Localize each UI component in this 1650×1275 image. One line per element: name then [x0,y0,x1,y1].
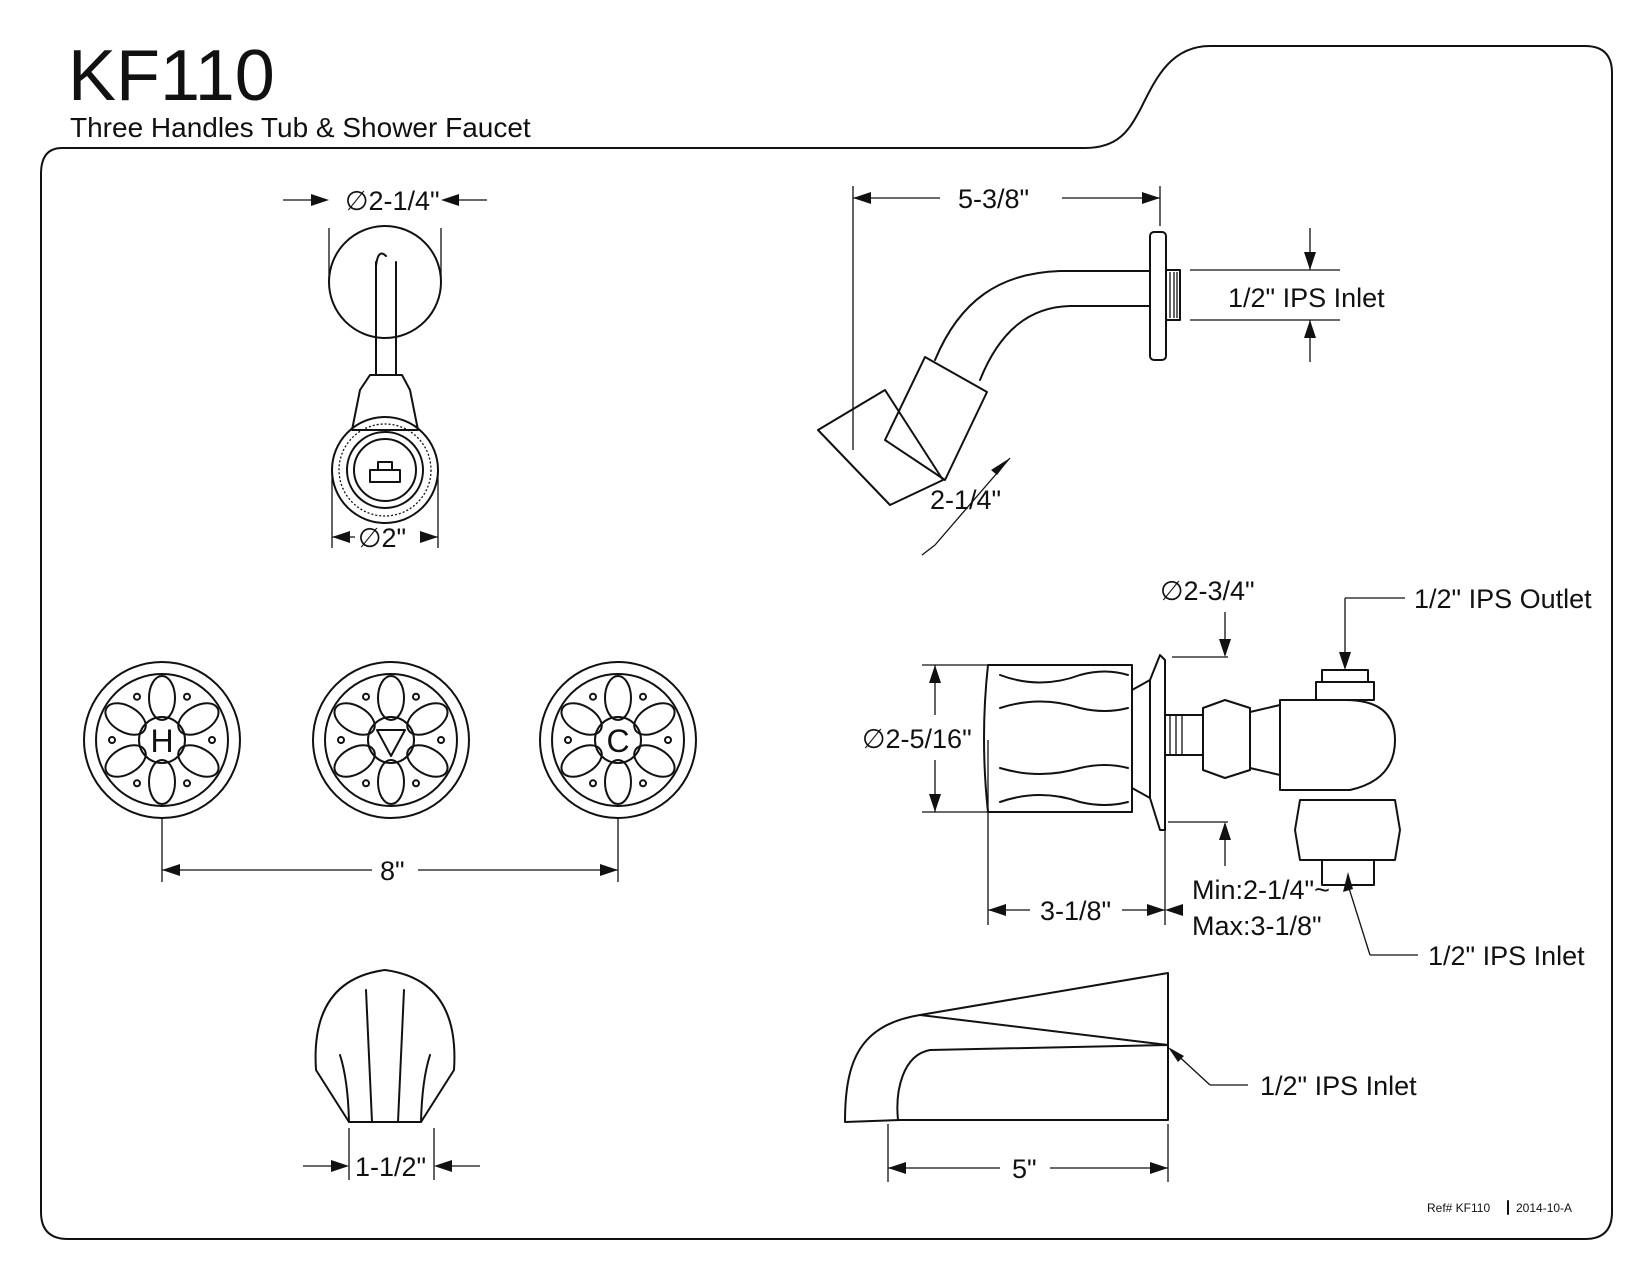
tub-spout-front-view [314,969,456,1123]
showerhead-front-view [328,225,442,524]
handle-diameter-label: ∅2-5/16" [862,724,972,754]
hot-handle-label: H [150,723,173,759]
reference-footer: Ref# KF110 2014-10-A [1427,1200,1572,1215]
diverter-arrow-icon [376,729,406,757]
spout-length-label: 5" [1012,1154,1037,1184]
head-length-dimension: 2-1/4" [921,457,1011,556]
valve-depth-min-label: Min:2-1/4"~ [1192,875,1330,905]
cold-handle-label: C [606,723,629,759]
spout-length-dimension: 5" [887,1124,1169,1184]
cold-handle: C [539,661,697,819]
handle-projection-dimension: 3-1/8" [987,740,1183,926]
spout-inlet-callout: 1/2" IPS Inlet [1168,1047,1417,1101]
reference-number: Ref# KF110 [1427,1201,1490,1215]
shower-arm-side-view [817,231,1181,506]
escutcheon-diameter-dimension: ∅2-3/4" [1160,576,1255,866]
head-length-label: 2-1/4" [930,485,1001,515]
spout-width-label: 1-1/2" [355,1152,426,1182]
arm-projection-dimension: 5-3/8" [852,184,1161,450]
handle-diameter-dimension: ∅2-5/16" [862,664,990,813]
valve-depth-max-label: Max:3-1/8" [1192,911,1322,941]
valve-outlet-label: 1/2" IPS Outlet [1414,584,1592,614]
revision-code: 2014-10-A [1516,1201,1572,1215]
flange-diameter-dimension: ∅2-1/4" [283,186,487,282]
head-diameter-label: ∅2" [358,523,406,553]
escutcheon-diameter-label: ∅2-3/4" [1160,576,1255,606]
handle-spacing-dimension: 8" [161,818,619,886]
tub-spout-side-view [844,972,1169,1123]
spout-inlet-label: 1/2" IPS Inlet [1260,1071,1417,1101]
spout-width-dimension: 1-1/2" [303,1128,480,1182]
flange-diameter-label: ∅2-1/4" [345,186,440,216]
valve-inlet-callout: 1/2" IPS Inlet [1343,872,1585,971]
valve-depth-dimension: Min:2-1/4"~ Max:3-1/8" [1192,875,1330,941]
head-diameter-dimension: ∅2" [331,470,439,553]
product-subtitle: Three Handles Tub & Shower Faucet [70,112,531,143]
shower-inlet-dimension: 1/2" IPS Inlet [1190,228,1385,362]
model-title: KF110 [68,36,275,116]
shower-inlet-label: 1/2" IPS Inlet [1228,283,1385,313]
valve-outlet-callout: 1/2" IPS Outlet [1339,584,1592,670]
arm-projection-label: 5-3/8" [958,184,1029,214]
drawing-frame [40,45,1613,1240]
valve-inlet-label: 1/2" IPS Inlet [1428,941,1585,971]
valve-side-view [983,654,1401,886]
handle-spacing-label: 8" [380,856,405,886]
handle-projection-label: 3-1/8" [1040,896,1111,926]
diverter-handle [312,661,470,819]
hot-handle: H [83,661,241,819]
